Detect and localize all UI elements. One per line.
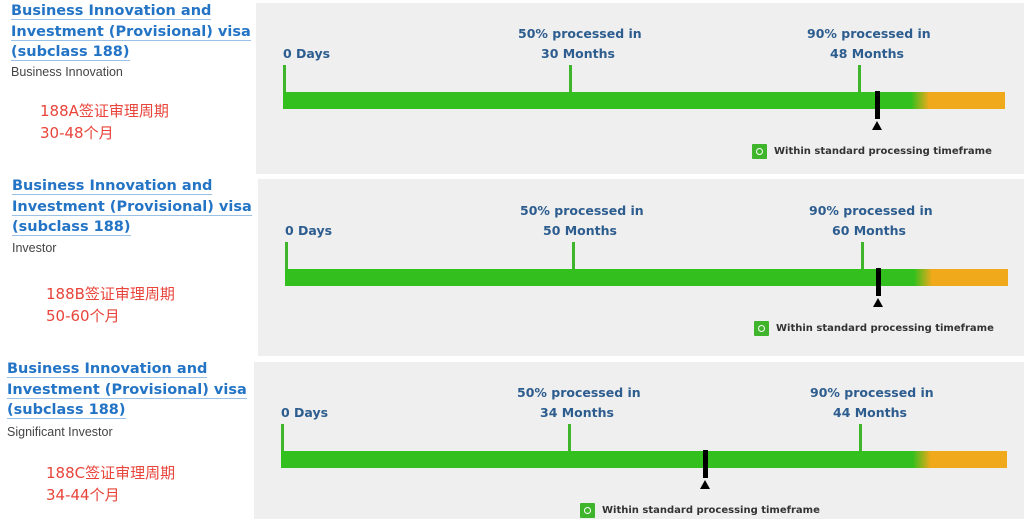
visa-title-link[interactable]: Business Innovation and Investment (Prov… xyxy=(11,1,251,63)
p90-label: 90% processed in 48 Months xyxy=(807,24,931,64)
timeline-card: 0 Days 50% processed in 50 Months 90% pr… xyxy=(258,179,1024,356)
visa-title-line[interactable]: Business Innovation and xyxy=(11,3,212,20)
current-marker xyxy=(703,450,708,478)
processing-note: 188B签证审理周期 50-60个月 xyxy=(46,283,175,327)
legend: Within standard processing timeframe xyxy=(752,144,992,159)
clock-icon xyxy=(580,503,595,518)
current-marker-arrow-icon xyxy=(873,298,883,307)
legend: Within standard processing timeframe xyxy=(580,503,820,518)
current-marker xyxy=(875,91,880,119)
start-label: 0 Days xyxy=(281,405,329,420)
visa-stream: Business Innovation xyxy=(11,65,123,79)
visa-title-line[interactable]: Business Innovation and xyxy=(7,361,208,378)
legend-label: Within standard processing timeframe xyxy=(774,146,992,157)
processing-bar xyxy=(285,269,1008,286)
start-tick xyxy=(285,242,288,273)
start-tick xyxy=(283,65,286,96)
p50-label: 50% processed in 34 Months xyxy=(517,383,641,423)
visa-stream: Investor xyxy=(12,241,57,255)
visa-title-line[interactable]: (subclass 188) xyxy=(11,44,130,61)
visa-panel-188a: Business Innovation and Investment (Prov… xyxy=(0,0,1024,175)
p50-label: 50% processed in 30 Months xyxy=(518,24,642,64)
clock-icon xyxy=(752,144,767,159)
visa-panel-188b: Business Innovation and Investment (Prov… xyxy=(0,175,1024,356)
timeline-card: 0 Days 50% processed in 34 Months 90% pr… xyxy=(254,362,1024,519)
p50-tick xyxy=(572,242,575,273)
visa-title-line[interactable]: Investment (Provisional) visa xyxy=(12,198,252,216)
visa-info: Business Innovation and Investment (Prov… xyxy=(0,175,252,356)
p90-heading: 90% processed in xyxy=(809,203,933,218)
legend-label: Within standard processing timeframe xyxy=(602,505,820,516)
note-line: 188C签证审理周期 xyxy=(46,464,176,482)
visa-stream: Significant Investor xyxy=(7,425,113,439)
legend: Within standard processing timeframe xyxy=(754,321,994,336)
visa-panel-188c: Business Innovation and Investment (Prov… xyxy=(0,356,1024,519)
visa-title-link[interactable]: Business Innovation and Investment (Prov… xyxy=(7,359,247,421)
p90-value: 60 Months xyxy=(832,223,906,238)
start-tick xyxy=(281,424,284,455)
note-line: 34-44个月 xyxy=(46,486,120,504)
start-label: 0 Days xyxy=(283,46,331,61)
start-label: 0 Days xyxy=(285,223,333,238)
visa-title-link[interactable]: Business Innovation and Investment (Prov… xyxy=(12,176,252,238)
p50-value: 50 Months xyxy=(543,223,617,238)
p90-tick xyxy=(859,424,862,455)
note-line: 30-48个月 xyxy=(40,124,114,142)
note-line: 50-60个月 xyxy=(46,307,120,325)
visa-title-line[interactable]: Investment (Provisional) visa xyxy=(7,381,247,399)
note-line: 188B签证审理周期 xyxy=(46,285,175,303)
p50-heading: 50% processed in xyxy=(518,26,642,41)
p90-heading: 90% processed in xyxy=(810,385,934,400)
note-line: 188A签证审理周期 xyxy=(40,102,169,120)
visa-info: Business Innovation and Investment (Prov… xyxy=(0,0,251,175)
current-marker-arrow-icon xyxy=(700,480,710,489)
processing-bar xyxy=(281,451,1007,468)
p50-tick xyxy=(569,65,572,96)
p90-value: 48 Months xyxy=(830,46,904,61)
p50-value: 34 Months xyxy=(540,405,614,420)
p50-heading: 50% processed in xyxy=(517,385,641,400)
p50-value: 30 Months xyxy=(541,46,615,61)
p90-tick xyxy=(858,65,861,96)
p90-value: 44 Months xyxy=(833,405,907,420)
clock-icon xyxy=(754,321,769,336)
processing-note: 188C签证审理周期 34-44个月 xyxy=(46,462,175,506)
p90-label: 90% processed in 60 Months xyxy=(809,201,933,241)
visa-info: Business Innovation and Investment (Prov… xyxy=(0,356,250,519)
p50-heading: 50% processed in xyxy=(520,203,644,218)
p90-label: 90% processed in 44 Months xyxy=(810,383,934,423)
current-marker xyxy=(876,268,881,296)
p50-label: 50% processed in 50 Months xyxy=(520,201,644,241)
current-marker-arrow-icon xyxy=(872,121,882,130)
processing-note: 188A签证审理周期 30-48个月 xyxy=(40,100,169,144)
timeline-card: 0 Days 50% processed in 30 Months 90% pr… xyxy=(256,3,1024,174)
legend-label: Within standard processing timeframe xyxy=(776,323,994,334)
visa-title-line[interactable]: (subclass 188) xyxy=(12,219,131,236)
visa-title-line[interactable]: Investment (Provisional) visa xyxy=(11,23,251,41)
visa-title-line[interactable]: Business Innovation and xyxy=(12,178,213,195)
p50-tick xyxy=(568,424,571,455)
visa-title-line[interactable]: (subclass 188) xyxy=(7,402,126,419)
p90-tick xyxy=(861,242,864,273)
p90-heading: 90% processed in xyxy=(807,26,931,41)
processing-bar xyxy=(283,92,1005,109)
